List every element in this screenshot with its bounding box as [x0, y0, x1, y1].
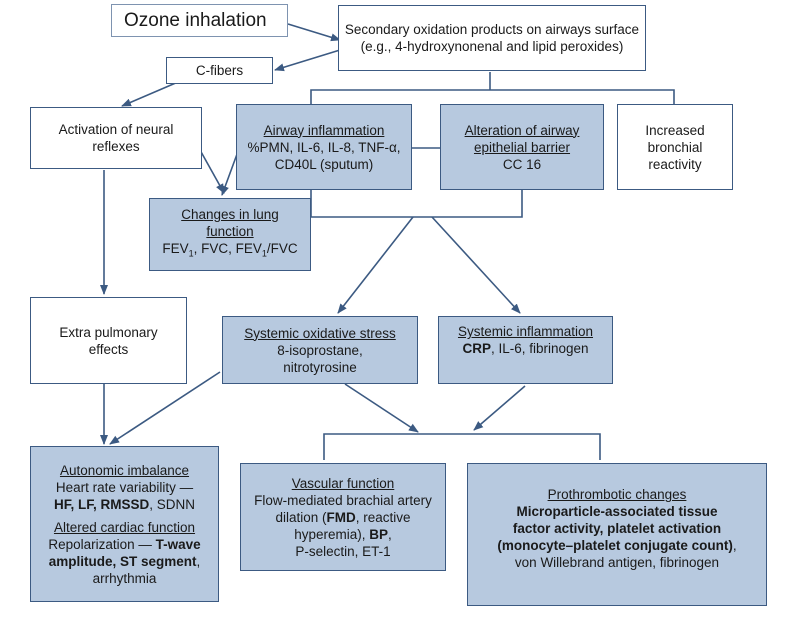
- arrow-neural-to-lung: [199, 149, 225, 194]
- vascular-line-4: P-selectin, ET-1: [295, 543, 391, 559]
- airway-inflammation-line-2: CD40L (sputum): [274, 156, 374, 172]
- vascular-function-box: Vascular function Flow-mediated brachial…: [240, 463, 446, 571]
- bronchial-reactivity-box: Increased bronchial reactivity: [617, 104, 733, 190]
- c-fibers-label: C-fibers: [195, 63, 244, 78]
- vascular-title: Vascular function: [291, 475, 395, 491]
- extra-pulmonary-box: Extra pulmonary effects: [30, 297, 187, 384]
- autonomic-title: Autonomic imbalance: [59, 462, 190, 478]
- reactivity-line-3: reactivity: [648, 156, 702, 172]
- secondary-line-1: Secondary oxidation products on airways …: [344, 22, 640, 37]
- barrier-line-1: CC 16: [502, 156, 542, 172]
- epithelial-barrier-box: Alteration of airway epithelial barrier …: [440, 104, 604, 190]
- systemic-inflammation-title: Systemic inflammation: [457, 324, 594, 339]
- arrow-oxidative-to-autonomic: [109, 371, 221, 445]
- autonomic-line-1: Heart rate variability —: [55, 479, 194, 495]
- systemic-inflammation-box: Systemic inflammation CRP, IL-6, fibrino…: [438, 316, 613, 384]
- arrow-inflammation-to-bracket: [473, 385, 526, 431]
- arrow-oxidative-to-bracket: [344, 383, 419, 433]
- extra-line-2: effects: [88, 341, 129, 357]
- reactivity-line-1: Increased: [645, 122, 705, 138]
- systemic-inflammation-line-1: CRP, IL-6, fibrinogen: [462, 341, 589, 356]
- lung-title-2: function: [206, 224, 254, 240]
- arrow-to-oxidative: [337, 216, 414, 314]
- arrow-to-sys-inflammation: [431, 216, 521, 314]
- prothrombotic-line-2: factor activity, platelet activation: [512, 521, 722, 536]
- prothrombotic-title: Prothrombotic changes: [547, 487, 687, 502]
- prothrombotic-line-3: (monocyte–platelet conjugate count),: [497, 538, 737, 553]
- arrow-cfibers-to-neural: [121, 81, 179, 107]
- barrier-title-2: epithelial barrier: [473, 139, 571, 155]
- vascular-line-2: dilation (FMD, reactive: [275, 509, 411, 525]
- airway-inflammation-title: Airway inflammation: [263, 122, 385, 138]
- cardiac-line-3: arrhythmia: [92, 570, 157, 586]
- bracket-bottom: [323, 433, 601, 460]
- vascular-line-3: hyperemia), BP,: [294, 526, 392, 542]
- vascular-line-1: Flow-mediated brachial artery: [254, 492, 432, 508]
- lung-title-1: Changes in lung: [181, 207, 279, 223]
- arrow-ozone-to-secondary: [287, 23, 341, 42]
- secondary-oxidation-box: Secondary oxidation products on airways …: [338, 5, 646, 71]
- c-fibers-box: C-fibers: [166, 57, 273, 84]
- prothrombotic-box: Prothrombotic changes Microparticle-asso…: [467, 463, 767, 606]
- oxidative-title: Systemic oxidative stress: [244, 325, 396, 341]
- airway-inflammation-box: Airway inflammation %PMN, IL-6, IL-8, TN…: [236, 104, 412, 190]
- airway-inflammation-line-1: %PMN, IL-6, IL-8, TNF-α,: [247, 139, 401, 155]
- prothrombotic-line-4: von Willebrand antigen, fibrinogen: [514, 555, 720, 570]
- reactivity-line-2: bronchial: [647, 139, 703, 155]
- autonomic-line-2: HF, LF, RMSSD, SDNN: [53, 496, 196, 512]
- oxidative-line-2: nitrotyrosine: [283, 359, 357, 375]
- autonomic-cardiac-box: Autonomic imbalance Heart rate variabili…: [30, 446, 219, 602]
- arrow-secondary-to-cfibers: [274, 49, 341, 72]
- secondary-line-2: (e.g., 4-hydroxynonenal and lipid peroxi…: [360, 39, 624, 54]
- oxidative-stress-box: Systemic oxidative stress 8-isoprostane,…: [222, 316, 418, 384]
- bracket-middle: [310, 190, 523, 218]
- neural-line-1: Activation of neural: [58, 122, 174, 137]
- neural-reflexes-box: Activation of neural reflexes: [30, 107, 202, 169]
- cardiac-line-1: Repolarization — T-wave: [48, 536, 201, 552]
- bracket-top: [310, 89, 675, 104]
- neural-line-2: reflexes: [92, 139, 140, 154]
- oxidative-line-1: 8-isoprostane,: [277, 342, 363, 358]
- prothrombotic-line-1: Microparticle-associated tissue: [516, 504, 718, 519]
- cardiac-line-2: amplitude, ST segment,: [48, 553, 201, 569]
- lung-function-box: Changes in lung function FEV1, FVC, FEV1…: [149, 198, 311, 271]
- extra-line-1: Extra pulmonary: [59, 324, 158, 340]
- cardiac-title: Altered cardiac function: [53, 519, 196, 535]
- ozone-inhalation-box: Ozone inhalation: [111, 4, 288, 37]
- lung-measures: FEV1, FVC, FEV1/FVC: [162, 241, 298, 259]
- ozone-inhalation-label: Ozone inhalation: [124, 10, 267, 31]
- barrier-title-1: Alteration of airway: [464, 122, 580, 138]
